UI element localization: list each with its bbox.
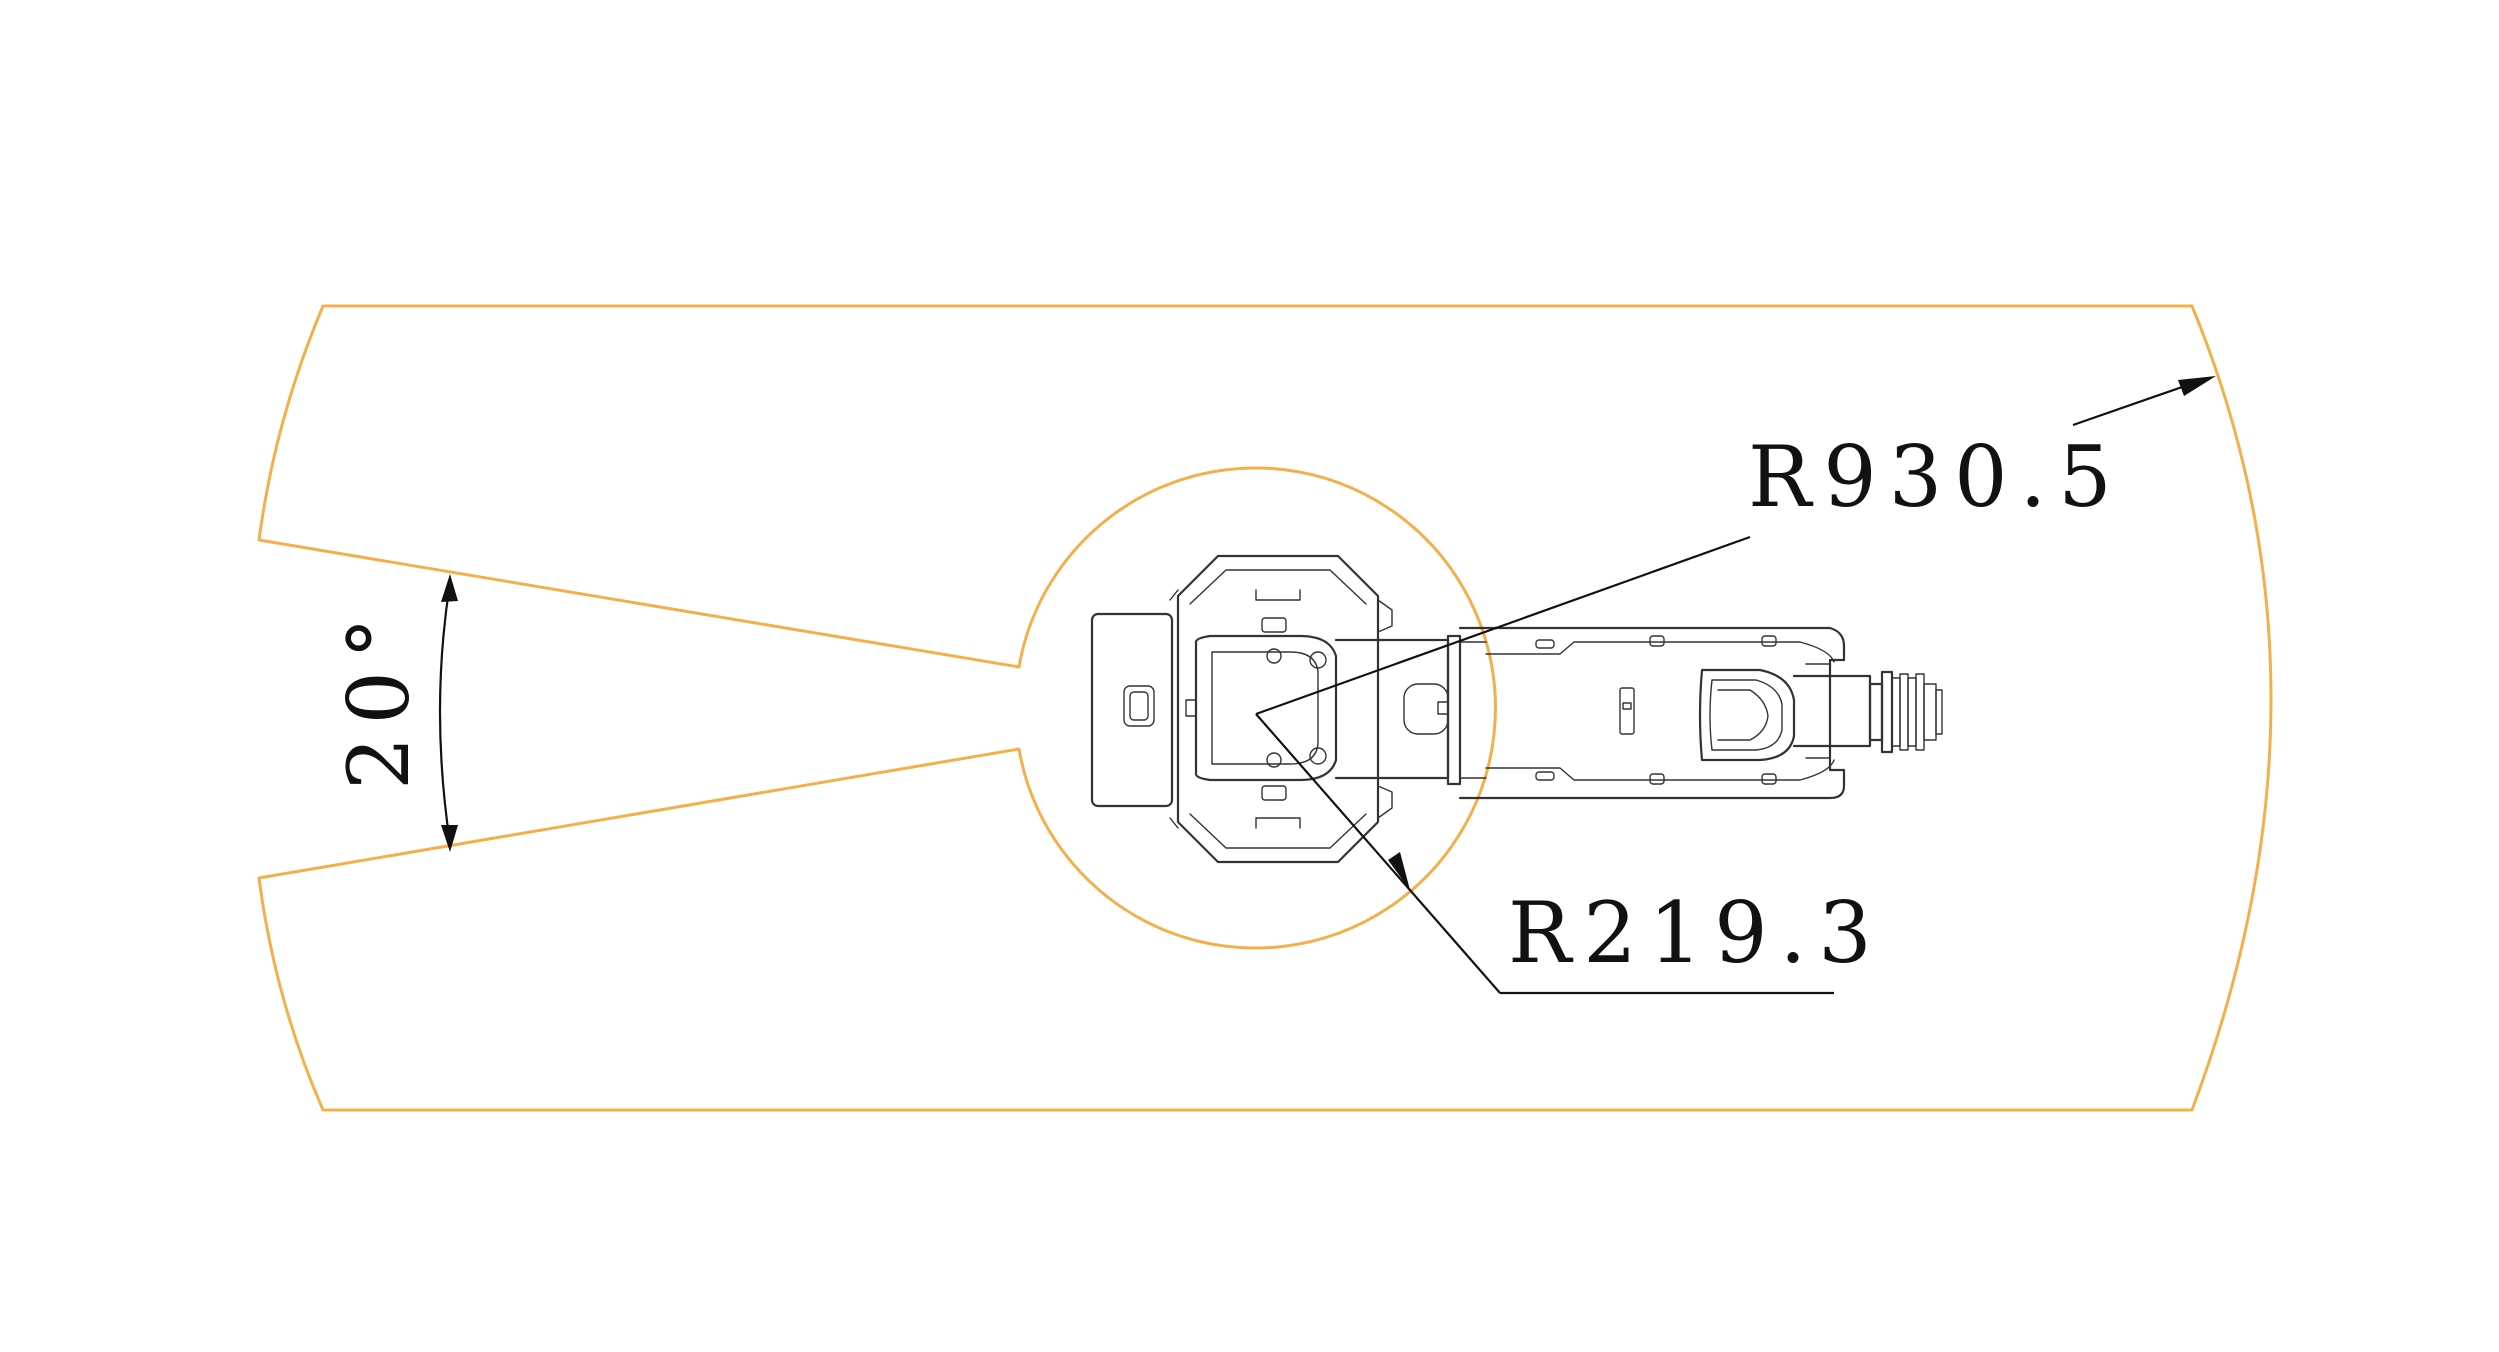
robot-upper-arm bbox=[1458, 626, 1846, 800]
inner-radius-label: R219.3 bbox=[1508, 884, 1884, 982]
robot-base-rear bbox=[1090, 612, 1174, 808]
dimension-outer-radius: R930.5 bbox=[1255, 376, 2216, 716]
robot-base-body bbox=[1176, 554, 1380, 864]
robot-wrist bbox=[1698, 668, 1796, 762]
dimension-angle: 20° bbox=[330, 574, 458, 852]
robot-lower-arm bbox=[1334, 638, 1450, 780]
robot-arm-top-view bbox=[1090, 554, 1943, 864]
angle-label: 20° bbox=[330, 605, 428, 790]
dimension-inner-radius: R219.3 bbox=[1255, 713, 1884, 995]
outer-radius-label: R930.5 bbox=[1748, 428, 2124, 526]
work-envelope-outline bbox=[257, 304, 2273, 1112]
robot-flange bbox=[1868, 670, 1943, 754]
robot-shoulder bbox=[1194, 634, 1338, 782]
